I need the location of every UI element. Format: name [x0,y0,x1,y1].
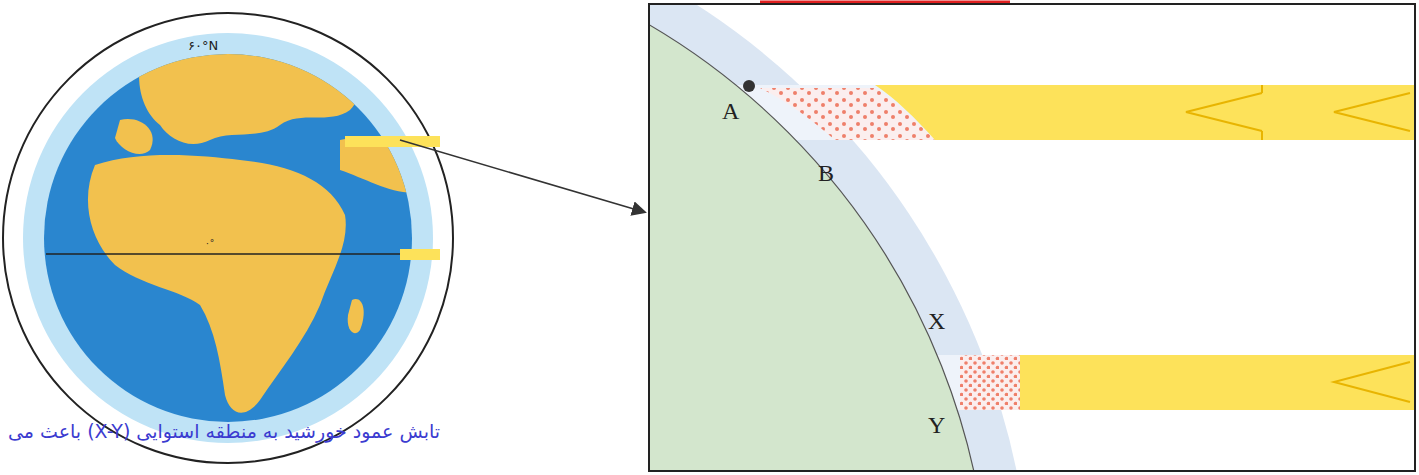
point-label: B [818,160,834,187]
point-label: Y [928,412,945,439]
point-label: A [722,98,739,125]
point-label: X [928,308,945,335]
latitude-label: ۶۰°N [188,38,218,53]
latitude-label: ۰° [205,238,214,248]
note-text: تابش عمود خورشید به منطقه استوایی (X-Y) … [8,420,440,442]
